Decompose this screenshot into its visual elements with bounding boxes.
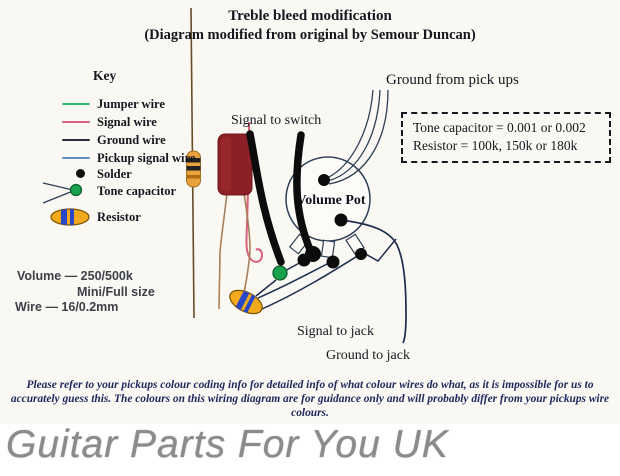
- wire-spec: Wire — 16/0.2mm: [15, 300, 119, 314]
- tone-capacitor-joint: [272, 265, 288, 281]
- page-title: Treble bleed modification: [228, 8, 392, 24]
- pickup-ground-wire-1: [326, 89, 374, 179]
- legend-label: Pickup signal wire: [97, 151, 196, 165]
- legend-label: Jumper wire: [97, 97, 165, 111]
- legend-row-solder: Solder: [40, 167, 230, 181]
- resistor-to-middle-lug-wire: [257, 261, 332, 299]
- legend-label: Tone capacitor: [97, 184, 177, 198]
- disclaimer-line: accurately guess this. The colours on th…: [10, 392, 610, 405]
- volume-pot-label: Volume Pot: [296, 193, 365, 208]
- capacitor-component: [217, 133, 253, 196]
- watermark-band: [0, 424, 620, 476]
- resistor-value: Resistor = 100k, 150k or 180k: [413, 138, 578, 153]
- ground-to-jack-wire: [340, 219, 407, 344]
- tone-capacitor-value: Tone capacitor = 0.001 or 0.002: [413, 120, 586, 135]
- black-wire-right: [293, 131, 315, 256]
- signal-wire-swatch: [62, 121, 90, 124]
- capacitor-leg-right: [243, 192, 251, 294]
- pot-lug-middle: [320, 239, 336, 259]
- legend-row-jumper: Jumper wire: [40, 97, 230, 111]
- legend-label: Ground wire: [97, 133, 166, 147]
- volume-spec: Volume — 250/500k: [17, 269, 133, 283]
- jumper-wire-swatch: [62, 103, 90, 106]
- solder-joint-black-wire: [305, 246, 321, 262]
- inline-resistor-component: [186, 150, 201, 188]
- legend-row-resistor: Resistor: [40, 208, 230, 226]
- pickup-ground-wire-3: [328, 89, 389, 185]
- capacitor-leg-left: [218, 192, 228, 310]
- pickup-ground-wire-2: [327, 89, 381, 182]
- legend-row-pickup: Pickup signal wire: [40, 151, 230, 165]
- black-wire-left: [246, 130, 285, 266]
- pickup-signal-wire-swatch: [62, 157, 90, 160]
- signal-to-switch-label: Signal to switch: [231, 113, 322, 128]
- legend-row-tone-capacitor: Tone capacitor: [40, 182, 230, 204]
- disclaimer-text: Please refer to your pickups colour codi…: [10, 379, 610, 420]
- lug-hairpin-wire: [361, 238, 397, 262]
- legend-heading: Key: [93, 68, 117, 83]
- disclaimer-line: colours.: [291, 406, 329, 419]
- legend-row-ground: Ground wire: [40, 133, 230, 147]
- bleed-resistor-component: [229, 289, 263, 315]
- resistor-to-right-lug-wire: [261, 254, 360, 310]
- solder-joint-lug-middle: [326, 255, 340, 269]
- watermark-text: Guitar Parts For You UK: [6, 423, 449, 466]
- solder-joint-lug-right: [355, 248, 367, 260]
- tone-capacitor-symbol: [42, 182, 83, 204]
- signal-to-jack-label: Signal to jack: [297, 324, 374, 339]
- solder-dot-swatch: [76, 169, 85, 178]
- legend-label: Signal wire: [97, 115, 157, 129]
- component-values-box: Tone capacitor = 0.001 or 0.002 Resistor…: [401, 112, 611, 163]
- legend-row-signal: Signal wire: [40, 115, 230, 129]
- solder-joint-pot-right: [334, 213, 348, 227]
- ground-to-jack-label: Ground to jack: [326, 348, 410, 363]
- size-spec: Mini/Full size: [77, 285, 155, 299]
- jumper-link-to-resistor: [255, 279, 277, 297]
- solder-joint-pot-top: [318, 174, 330, 186]
- ground-from-pickups-label: Ground from pick ups: [386, 72, 519, 88]
- ground-wire-swatch: [62, 139, 90, 142]
- legend-label: Resistor: [97, 210, 141, 224]
- title-block: Treble bleed modification (Diagram modif…: [0, 8, 620, 44]
- page-subtitle: (Diagram modified from original by Semou…: [144, 27, 476, 43]
- resistor-symbol: [50, 208, 90, 226]
- legend-label: Solder: [97, 167, 132, 181]
- disclaimer-line: Please refer to your pickups colour codi…: [26, 379, 594, 391]
